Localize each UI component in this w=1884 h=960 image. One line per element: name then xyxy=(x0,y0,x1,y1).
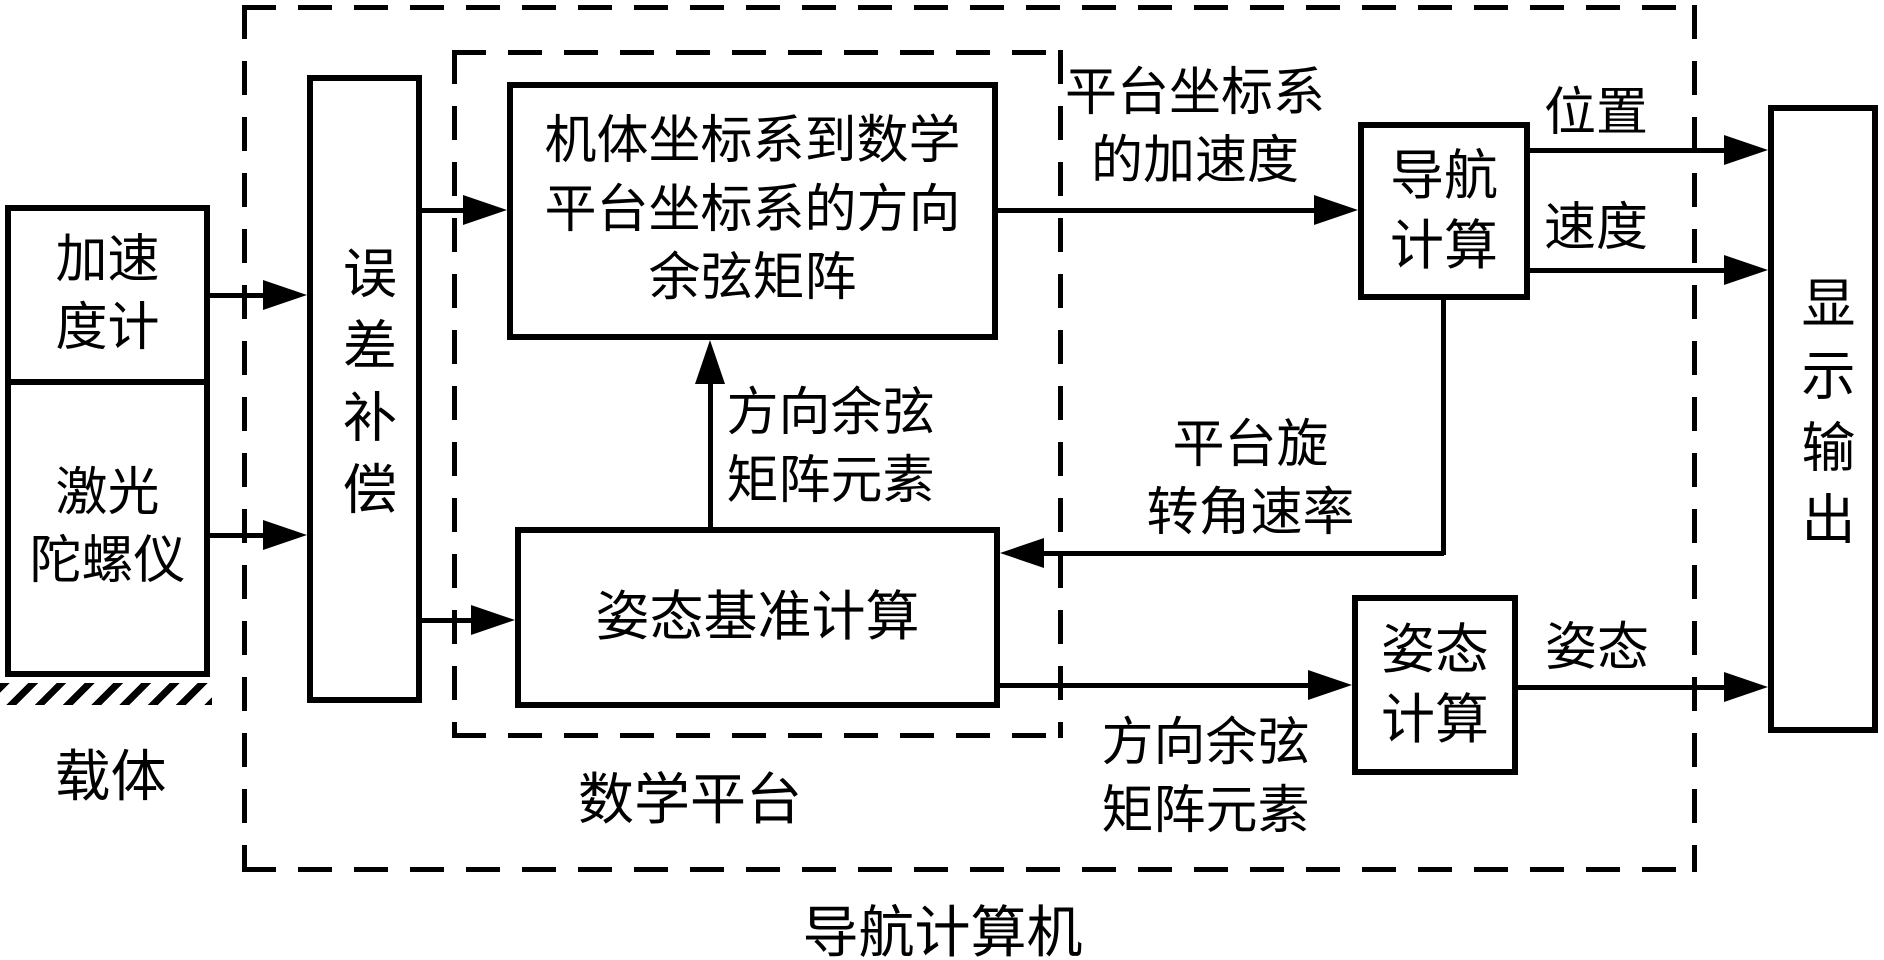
arrow-attref-to-attcalc-line xyxy=(1000,683,1310,688)
nav-computer-boundary-top xyxy=(242,5,1697,10)
arrow-error-to-dcm-line xyxy=(422,208,467,213)
arrow-error-to-attref-head xyxy=(471,605,515,635)
nav-computer-boundary-bottom xyxy=(242,867,1697,872)
attitude-reference-box: 姿态基准计算 xyxy=(515,527,1000,708)
arrow-attcalc-to-display-line xyxy=(1518,685,1726,690)
arrow-nav-velocity-line xyxy=(1530,268,1728,273)
arrow-nav-position-head xyxy=(1724,135,1768,165)
feedback-rate-hline xyxy=(1044,551,1444,556)
math-platform-boundary-bottom xyxy=(452,733,1063,738)
arrow-accel-to-error-head xyxy=(263,280,307,310)
dcm-elements-up-label: 方向余弦 矩阵元素 xyxy=(726,385,935,510)
nav-computer-boundary-right xyxy=(1692,5,1697,872)
arrow-attref-to-attcalc-head xyxy=(1308,670,1352,700)
dcm-elements-down-label: 方向余弦 矩阵元素 xyxy=(1101,715,1310,840)
math-platform-boundary-top xyxy=(452,50,1063,55)
arrow-dcm-to-nav-line xyxy=(998,208,1318,213)
attitude-calc-box: 姿态 计算 xyxy=(1352,595,1518,775)
platform-rotation-rate-label: 平台旋 转角速率 xyxy=(1146,417,1355,542)
navigation-calc-box: 导航 计算 xyxy=(1358,122,1530,300)
feedback-rate-vline xyxy=(1441,300,1446,555)
arrow-error-to-attref-line xyxy=(422,618,475,623)
feedback-rate-head xyxy=(1000,538,1044,568)
dcm-box: 机体坐标系到数学 平台坐标系的方向 余弦矩阵 xyxy=(507,82,998,340)
display-output-box: 显示输出 xyxy=(1768,105,1878,733)
platform-acceleration-label: 平台坐标系 的加速度 xyxy=(1064,65,1325,190)
arrow-gyro-to-error-line xyxy=(210,533,266,538)
arrow-attref-to-dcm-line xyxy=(708,384,713,527)
laser-gyro-box: 激光 陀螺仪 xyxy=(5,385,210,677)
position-label: 位置 xyxy=(1543,85,1648,142)
arrow-attcalc-to-display-head xyxy=(1724,672,1768,702)
velocity-label: 速度 xyxy=(1543,200,1648,257)
arrow-gyro-to-error-head xyxy=(263,520,307,550)
carrier-label: 载体 xyxy=(54,747,167,809)
arrow-accel-to-error-line xyxy=(210,293,266,298)
nav-computer-label: 导航计算机 xyxy=(802,903,1083,960)
error-compensation-box: 误差补偿 xyxy=(307,75,422,703)
arrow-nav-position-line xyxy=(1530,148,1728,153)
math-platform-boundary-right xyxy=(1058,50,1063,738)
attitude-label: 姿态 xyxy=(1544,620,1649,677)
arrow-nav-velocity-head xyxy=(1724,255,1768,285)
accelerometer-box: 加速 度计 xyxy=(5,205,210,385)
math-platform-label: 数学平台 xyxy=(578,770,802,832)
math-platform-boundary-left xyxy=(452,50,457,738)
arrow-attref-to-dcm-head xyxy=(695,340,725,384)
arrow-error-to-dcm-head xyxy=(463,195,507,225)
arrow-dcm-to-nav-head xyxy=(1314,195,1358,225)
ground-symbol xyxy=(0,683,212,705)
nav-computer-boundary-left xyxy=(242,5,247,872)
